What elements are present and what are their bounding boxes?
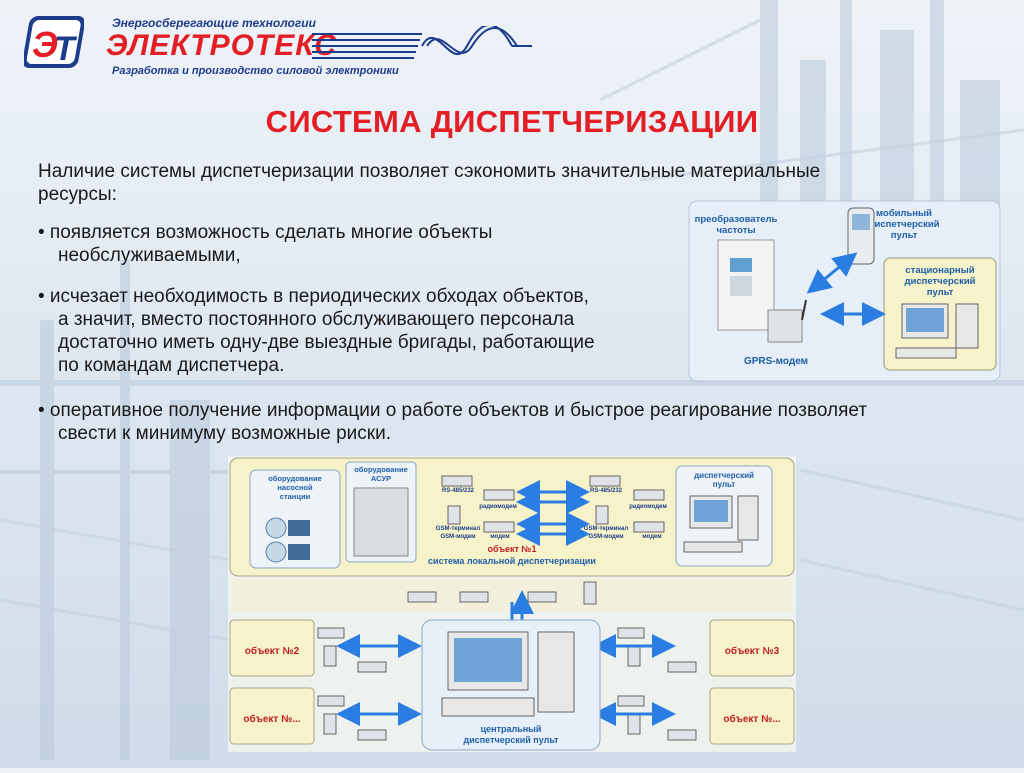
object-1-label: объект №1 — [488, 544, 537, 554]
modem-icons — [441, 475, 665, 533]
bullet-item: • оперативное получение информации о раб… — [38, 399, 988, 445]
bullet-item: • исчезает необходимость в периодических… — [38, 285, 688, 377]
diagram-label: RS-485/232 — [590, 488, 623, 494]
intro-paragraph: Наличие системы диспетчеризации позволяе… — [38, 160, 938, 206]
diagram-label: диспетчерский пульт — [464, 735, 560, 745]
intro-line: ресурсы: — [38, 184, 117, 205]
gprs-diagram: преобразователь частоты GPRS-модем мобил… — [688, 200, 1001, 382]
bullet-line: по командам диспетчера. — [58, 355, 285, 376]
stationary-panel-box: стационарный диспетчерский пульт — [883, 257, 997, 371]
diagram-label: частоты — [717, 225, 756, 236]
bullet-line: свести к минимуму возможные риски. — [58, 423, 391, 444]
diagram-label: мобильный — [876, 208, 932, 219]
bullet-item: • появляется возможность сделать многие … — [38, 221, 638, 267]
computer-icon — [683, 495, 759, 553]
intro-line: Наличие системы диспетчеризации позволяе… — [38, 161, 821, 182]
sine-wave-icon — [312, 26, 532, 59]
diagram-label: оборудование — [268, 474, 322, 483]
bullet-line: • исчезает необходимость в периодических… — [38, 286, 589, 307]
local-system-label: система локальной диспетчеризации — [428, 556, 596, 566]
diagram-label: диспетчерский — [868, 219, 939, 230]
diagram-label: АСУР — [371, 474, 391, 483]
diagram-label: преобразователь — [695, 214, 778, 225]
gprs-modem-icon — [767, 299, 807, 343]
diagram-label: модем — [642, 534, 662, 540]
object-n-right-box: объект №... — [709, 687, 795, 745]
diagram-label: объект №... — [243, 713, 300, 725]
diagram-label: GSM-модем — [588, 534, 624, 540]
bullet-line: • появляется возможность сделать многие … — [38, 222, 493, 243]
asur-panel: оборудование АСУР — [345, 461, 417, 563]
bullet-line: достаточно иметь одну-две выездные брига… — [58, 332, 595, 353]
page-title: СИСТЕМА ДИСПЕТЧЕРИЗАЦИИ — [265, 104, 759, 139]
frequency-converter-icon — [717, 239, 775, 331]
diagram-label: центральный — [481, 724, 542, 734]
et-logo-icon: Э Т — [24, 16, 84, 68]
diagram-label: пульт — [713, 480, 735, 489]
bullet-line: • оперативное получение информации о раб… — [38, 400, 868, 421]
svg-text:Э: Э — [32, 24, 58, 65]
diagram-label: GPRS-модем — [744, 356, 808, 367]
diagram-label: диспетчерский — [694, 471, 754, 480]
converter-text: преобразователь частоты — [695, 214, 778, 236]
diagram-label: модем — [490, 534, 510, 540]
diagram-label: насосной — [277, 483, 313, 492]
object-3-box: объект №3 — [709, 619, 795, 677]
dispatch-console-panel: диспетчерский пульт — [675, 465, 773, 567]
central-console-panel: центральный диспетчерский пульт — [421, 619, 601, 751]
diagram-label: станции — [280, 492, 311, 501]
strip-modem-icons — [407, 581, 597, 605]
pump-station-panel: оборудование насосной станции — [249, 469, 341, 569]
logo-subtitle: Разработка и производство силовой электр… — [112, 65, 399, 77]
dispatch-network-diagram: оборудование насосной станции оборудован… — [228, 456, 796, 752]
diagram-label: пульт — [927, 287, 954, 298]
logo-tagline: Энергосберегающие технологии — [112, 16, 316, 30]
svg-text:Т: Т — [54, 30, 78, 68]
cabinet-icon — [353, 487, 409, 557]
object-n-left-box: объект №... — [229, 687, 315, 745]
diagram-label: GSM-терминал — [584, 526, 629, 532]
diagram-label: GSM-терминал — [436, 526, 481, 532]
diagram-label: объект №3 — [725, 645, 780, 657]
diagram-label: оборудование — [354, 465, 408, 474]
object-2-box: объект №2 — [229, 619, 315, 677]
diagram-label: пульт — [891, 230, 918, 241]
diagram-label: радиомодем — [479, 504, 517, 510]
computer-icon — [895, 303, 979, 359]
diagram-label: объект №2 — [245, 645, 300, 657]
diagram-label: объект №... — [723, 713, 780, 725]
diagram-label: радиомодем — [629, 504, 667, 510]
computer-icon — [441, 631, 575, 717]
diagram-label: диспетчерский — [904, 276, 975, 287]
mobile-phone-icon — [847, 207, 875, 265]
logo-brand-name: ЭЛЕКТРОТЕКС — [106, 29, 337, 62]
pump-icon — [265, 517, 310, 563]
diagram-label: GSM-модем — [440, 534, 476, 540]
company-logo: Э Т Энергосберегающие технологии ЭЛЕКТРО… — [24, 10, 532, 80]
diagram-label: RS-485/232 — [442, 488, 475, 494]
bullet-line: необслуживаемыми, — [58, 245, 241, 266]
bullet-line: а значит, вместо постоянного обслуживающ… — [58, 309, 575, 330]
diagram-label: стационарный — [905, 265, 974, 276]
